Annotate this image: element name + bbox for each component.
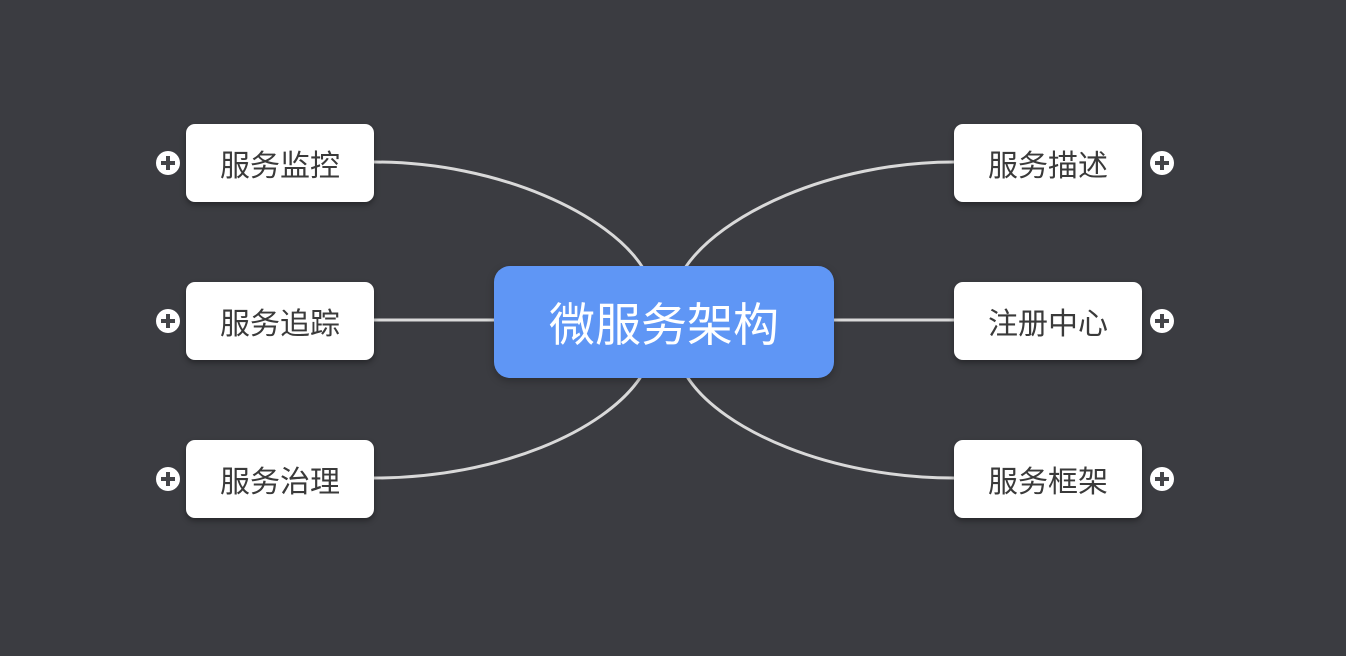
expand-plus-icon[interactable] <box>156 467 180 491</box>
expand-plus-icon[interactable] <box>1150 151 1174 175</box>
connector-left-bottom <box>372 376 642 480</box>
topic-registry-center[interactable]: 注册中心 <box>954 282 1142 360</box>
topic-service-tracing[interactable]: 服务追踪 <box>186 282 374 360</box>
topic-service-description[interactable]: 服务描述 <box>954 124 1142 202</box>
topic-service-governance[interactable]: 服务治理 <box>186 440 374 518</box>
connector-left-top <box>372 160 645 270</box>
root-topic[interactable]: 微服务架构 <box>494 266 834 378</box>
topic-service-framework[interactable]: 服务框架 <box>954 440 1142 518</box>
expand-plus-icon[interactable] <box>156 309 180 333</box>
topic-service-monitoring[interactable]: 服务监控 <box>186 124 374 202</box>
expand-plus-icon[interactable] <box>1150 309 1174 333</box>
expand-plus-icon[interactable] <box>156 151 180 175</box>
connector-right-top <box>683 160 956 270</box>
expand-plus-icon[interactable] <box>1150 467 1174 491</box>
connector-right-bottom <box>686 376 956 480</box>
